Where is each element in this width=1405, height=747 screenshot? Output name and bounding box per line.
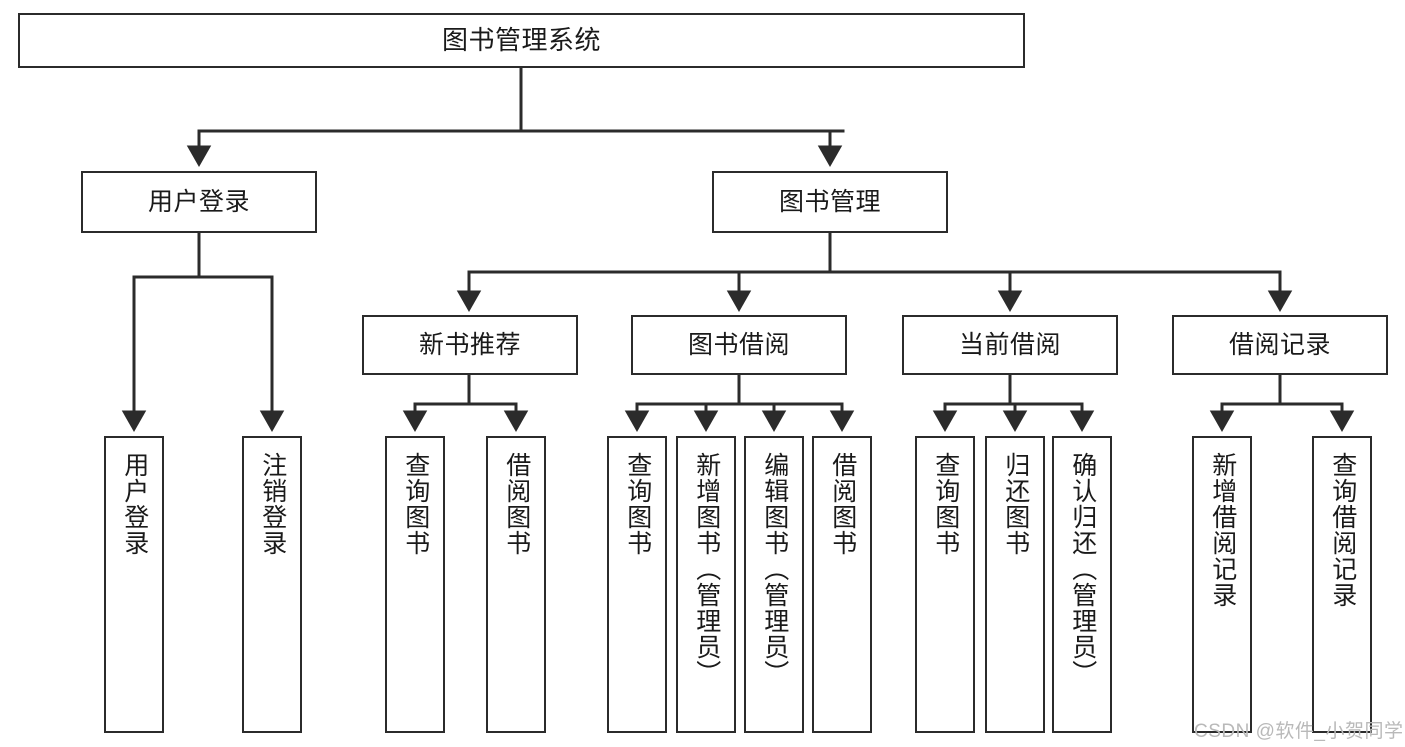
node-label: 新书推荐	[418, 331, 521, 359]
node-label: 图书管理	[778, 188, 881, 216]
node-label: 确认归还（管理员）	[1068, 452, 1097, 686]
node-leaf-user-login[interactable]: 用户登录	[104, 436, 164, 733]
node-leaf-query-borrow-record[interactable]: 查询借阅记录	[1312, 436, 1372, 733]
node-label: 用户登录	[147, 188, 250, 216]
node-label: 借阅图书	[502, 452, 531, 556]
node-leaf-return-book[interactable]: 归还图书	[985, 436, 1045, 733]
node-leaf-add-borrow-record[interactable]: 新增借阅记录	[1192, 436, 1252, 733]
node-book-borrow[interactable]: 图书借阅	[631, 315, 847, 375]
node-label: 查询图书	[931, 452, 960, 556]
node-label: 新增借阅记录	[1208, 452, 1237, 608]
node-new-book-rec[interactable]: 新书推荐	[362, 315, 578, 375]
node-label: 查询图书	[401, 452, 430, 556]
node-leaf-query-book-current[interactable]: 查询图书	[915, 436, 975, 733]
node-label: 当前借阅	[958, 331, 1061, 359]
node-leaf-edit-book[interactable]: 编辑图书（管理员）	[744, 436, 804, 733]
node-label: 查询借阅记录	[1328, 452, 1357, 608]
node-leaf-user-logout[interactable]: 注销登录	[242, 436, 302, 733]
node-leaf-add-book[interactable]: 新增图书（管理员）	[676, 436, 736, 733]
node-label: 图书管理系统	[441, 24, 601, 55]
node-leaf-query-book-borrow[interactable]: 查询图书	[607, 436, 667, 733]
node-leaf-borrow-book-rec[interactable]: 借阅图书	[486, 436, 546, 733]
node-label: 新增图书（管理员）	[692, 452, 721, 686]
node-leaf-query-book-rec[interactable]: 查询图书	[385, 436, 445, 733]
node-label: 查询图书	[623, 452, 652, 556]
node-user-login[interactable]: 用户登录	[81, 171, 317, 233]
node-label: 编辑图书（管理员）	[760, 452, 789, 686]
node-label: 注销登录	[258, 452, 287, 556]
node-leaf-borrow-book[interactable]: 借阅图书	[812, 436, 872, 733]
node-current-borrow[interactable]: 当前借阅	[902, 315, 1118, 375]
node-leaf-confirm-return[interactable]: 确认归还（管理员）	[1052, 436, 1112, 733]
node-book-manage[interactable]: 图书管理	[712, 171, 948, 233]
node-label: 归还图书	[1001, 452, 1030, 556]
node-label: 借阅图书	[828, 452, 857, 556]
node-label: 借阅记录	[1228, 331, 1331, 359]
node-label: 图书借阅	[687, 331, 790, 359]
watermark-text: CSDN @软件_小贺同学	[1194, 721, 1404, 742]
node-root-system[interactable]: 图书管理系统	[18, 13, 1025, 68]
node-label: 用户登录	[120, 452, 149, 556]
node-borrow-record[interactable]: 借阅记录	[1172, 315, 1388, 375]
